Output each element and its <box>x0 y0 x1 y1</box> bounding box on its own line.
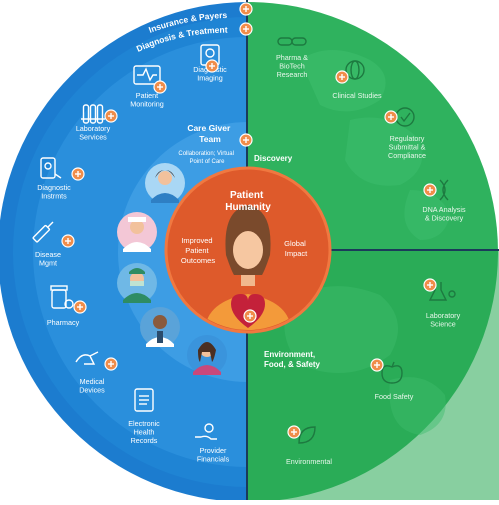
right-service-label: Environmental <box>286 457 332 466</box>
map-blob <box>345 117 423 186</box>
environment-title: Environment, Food, & Safety <box>264 350 321 369</box>
right-service-item[interactable]: Environmental <box>286 426 332 466</box>
financials-icon <box>195 423 217 440</box>
right-service-label: Food Safety <box>375 392 414 401</box>
pills-icon <box>277 37 307 46</box>
plus-icon[interactable] <box>239 22 253 36</box>
devices-icon <box>75 351 99 365</box>
right-service-label: Clinical Studies <box>332 91 382 100</box>
discovery-title: Discovery <box>254 154 293 163</box>
plus-icon[interactable] <box>239 2 253 16</box>
apple-icon <box>381 361 403 384</box>
right-service-item[interactable]: Food Safety <box>375 361 414 401</box>
leaf-icon <box>298 426 316 444</box>
global-impact-text: Global Impact <box>284 239 308 258</box>
map-blob <box>284 286 398 373</box>
improved-outcomes-text: Improved Patient Outcomes <box>181 236 215 265</box>
plus-icon[interactable] <box>73 300 87 314</box>
plus-buttons <box>61 2 437 439</box>
plus-icon[interactable] <box>243 309 257 323</box>
plus-icon[interactable] <box>335 70 349 84</box>
records-icon <box>134 388 154 412</box>
plus-icon[interactable] <box>61 234 75 248</box>
dna-icon <box>439 179 449 201</box>
plus-icon[interactable] <box>104 357 118 371</box>
center-patient-humanity: Patient Humanity Improved Patient Outcom… <box>164 166 332 334</box>
plus-icon[interactable] <box>104 109 118 123</box>
syringe-icon <box>32 221 54 243</box>
map-blob <box>404 190 450 240</box>
tubes-icon <box>81 104 105 124</box>
right-service-item[interactable]: Clinical Studies <box>332 60 382 100</box>
globe-icon <box>345 60 365 80</box>
plus-icon[interactable] <box>287 425 301 439</box>
caregiver-avatars <box>117 163 227 375</box>
care-giver-title: Care Giver Team <box>187 123 232 144</box>
avatar <box>187 335 227 375</box>
plus-icon[interactable] <box>423 183 437 197</box>
avatar <box>117 263 157 303</box>
avatar <box>140 307 180 347</box>
instrument-icon <box>40 157 62 179</box>
right-service-label: DNA Analysis& Discovery <box>422 205 466 223</box>
plus-icon[interactable] <box>384 110 398 124</box>
plus-icon[interactable] <box>153 80 167 94</box>
left-service-item[interactable]: Pharmacy <box>47 285 80 327</box>
pharmacy-icon <box>50 285 74 309</box>
patient-humanity-title: Patient Humanity <box>225 190 271 213</box>
monitor-icon <box>133 65 161 85</box>
plus-icon[interactable] <box>239 133 253 147</box>
plus-icon[interactable] <box>423 278 437 292</box>
plus-icon[interactable] <box>71 167 85 181</box>
right-service-item[interactable]: DNA Analysis& Discovery <box>422 179 466 223</box>
plus-icon[interactable] <box>205 59 219 73</box>
left-service-label: Pharmacy <box>47 318 80 327</box>
avatar <box>145 163 185 203</box>
avatar <box>117 212 157 252</box>
map-blob <box>389 377 446 435</box>
plus-icon[interactable] <box>370 358 384 372</box>
care-giver-subtitle: Collaboration; Virtual Point of Care <box>178 151 235 165</box>
